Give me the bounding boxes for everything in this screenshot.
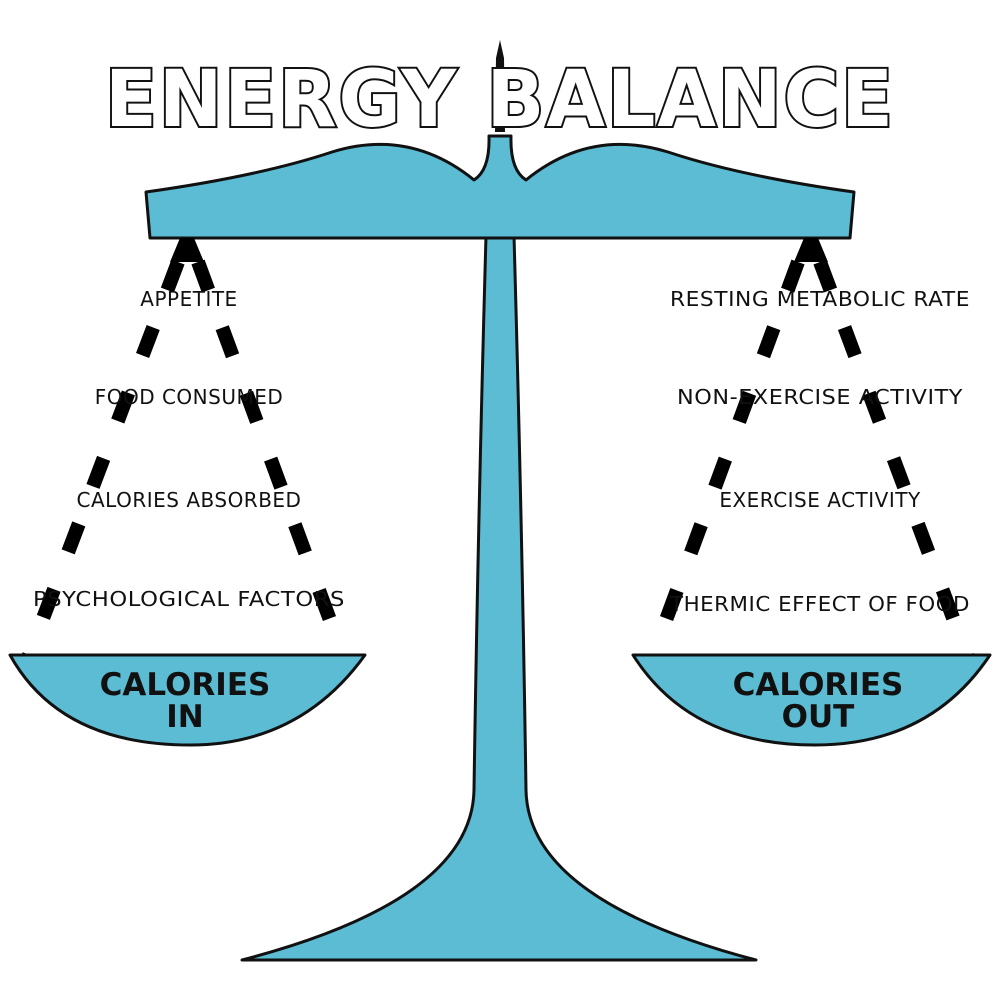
page-title: ENERGY BALANCE	[105, 55, 895, 145]
left-factor-calories-absorbed: CALORIES ABSORBED	[77, 488, 302, 512]
right-factor-resting-metabolic-rate: RESTING METABOLIC RATE	[670, 287, 970, 311]
right-chain-inner	[813, 259, 975, 661]
left-factor-psychological-factors: PSYCHOLOGICAL FACTORS	[33, 587, 345, 611]
right-chain-outer	[645, 259, 805, 661]
right-factor-non-exercise-activity: NON-EXERCISE ACTIVITY	[677, 385, 963, 409]
left-factor-appetite: APPETITE	[140, 287, 237, 311]
right-factor-thermic-effect-of-food: THERMIC EFFECT OF FOOD	[669, 592, 970, 616]
right-hanger	[794, 238, 828, 262]
scale-pillar	[240, 234, 758, 962]
scale-beam	[144, 134, 856, 240]
left-pan	[8, 653, 367, 747]
scale-top-spike	[495, 40, 505, 132]
right-pan-label-line2: OUT	[782, 699, 855, 735]
right-factor-exercise-activity: EXERCISE ACTIVITY	[719, 488, 921, 512]
left-hanger	[170, 238, 204, 262]
right-pan-label-line1: CALORIES	[733, 667, 904, 703]
left-pan-label-line2: IN	[166, 699, 203, 735]
left-chain-outer	[21, 259, 185, 661]
left-factor-food-consumed: FOOD CONSUMED	[95, 385, 284, 409]
right-pan	[631, 653, 992, 747]
left-pan-label-line1: CALORIES	[100, 667, 271, 703]
left-chain-inner	[191, 259, 351, 661]
